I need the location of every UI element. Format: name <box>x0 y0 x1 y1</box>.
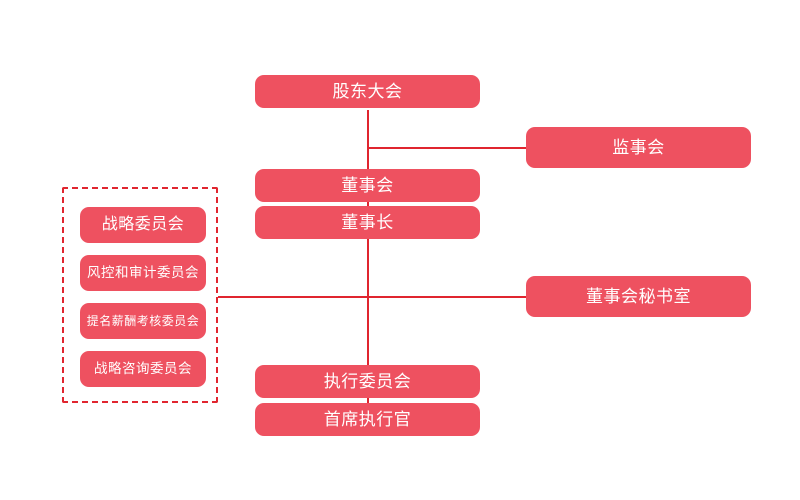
connector-committees-to-secretariat <box>218 296 527 298</box>
connector-chairman-to-exec <box>367 238 369 366</box>
node-committee-strategy-advisory[interactable]: 战略咨询委员会 <box>80 351 206 387</box>
connector-to-supervisors <box>367 147 527 149</box>
node-board-of-supervisors-label: 监事会 <box>612 138 665 157</box>
node-shareholders-meeting[interactable]: 股东大会 <box>255 75 480 108</box>
node-committee-nomination-remuneration-label: 提名薪酬考核委员会 <box>86 314 200 328</box>
node-committee-strategy-advisory-label: 战略咨询委员会 <box>94 361 192 377</box>
node-board-of-directors[interactable]: 董事会 <box>255 169 480 202</box>
node-committee-strategy[interactable]: 战略委员会 <box>80 207 206 243</box>
node-chief-executive-officer[interactable]: 首席执行官 <box>255 403 480 436</box>
node-chairman-label: 董事长 <box>341 213 394 232</box>
node-executive-committee[interactable]: 执行委员会 <box>255 365 480 398</box>
node-committee-strategy-label: 战略委员会 <box>101 216 185 233</box>
node-board-secretariat[interactable]: 董事会秘书室 <box>526 276 751 317</box>
node-chief-executive-officer-label: 首席执行官 <box>323 410 412 429</box>
node-board-secretariat-label: 董事会秘书室 <box>586 287 691 306</box>
node-executive-committee-label: 执行委员会 <box>323 372 412 391</box>
node-board-of-directors-label: 董事会 <box>341 176 394 195</box>
connector-board-to-chairman <box>367 200 369 210</box>
node-committee-nomination-remuneration[interactable]: 提名薪酬考核委员会 <box>80 303 206 339</box>
node-committee-risk-audit[interactable]: 风控和审计委员会 <box>80 255 206 291</box>
committees-group-frame <box>62 187 218 403</box>
connector-shareholders-to-board <box>367 110 369 172</box>
node-shareholders-meeting-label: 股东大会 <box>332 82 403 101</box>
node-chairman[interactable]: 董事长 <box>255 206 480 239</box>
node-board-of-supervisors[interactable]: 监事会 <box>526 127 751 168</box>
node-committee-risk-audit-label: 风控和审计委员会 <box>87 265 199 281</box>
